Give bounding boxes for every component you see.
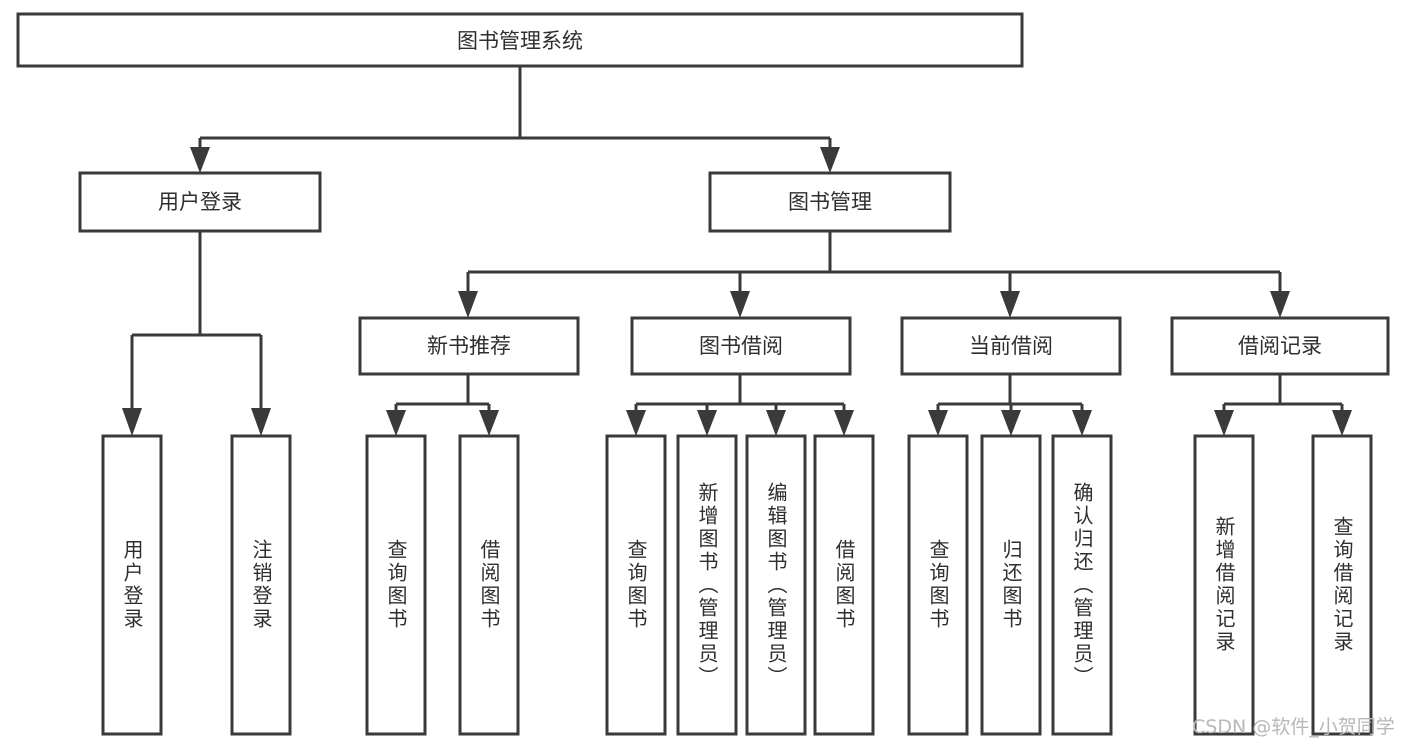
node-borrow-record-box[interactable] bbox=[1170, 316, 1390, 376]
node-current-borrow[interactable]: 当前借阅 bbox=[900, 316, 1122, 376]
node-leaf-return-book-box[interactable] bbox=[980, 434, 1042, 736]
arrow-head-leaf-add-book bbox=[697, 410, 717, 436]
csdn-watermark: CSDN @软件_小贺同学 bbox=[1192, 716, 1395, 738]
arrow-head-book-manage bbox=[820, 147, 840, 173]
node-current-borrow-label: 当前借阅 bbox=[969, 334, 1053, 358]
node-leaf-add-book-box[interactable] bbox=[676, 434, 738, 736]
node-borrow-record-label: 借阅记录 bbox=[1238, 334, 1322, 358]
node-current-borrow-box[interactable] bbox=[900, 316, 1122, 376]
arrow-head-user-login bbox=[190, 147, 210, 173]
arrow-head-leaf-query-book-2 bbox=[626, 410, 646, 436]
node-leaf-borrow-book-2-box[interactable] bbox=[813, 434, 875, 736]
node-new-book-rec[interactable]: 新书推荐 bbox=[358, 316, 580, 376]
arrow-head-leaf-return-book bbox=[1001, 410, 1021, 436]
node-leaf-query-record-box[interactable] bbox=[1311, 434, 1373, 736]
node-leaf-user-login-box[interactable] bbox=[101, 434, 163, 736]
node-leaf-edit-book-box[interactable] bbox=[745, 434, 807, 736]
node-book-manage[interactable]: 图书管理 bbox=[708, 171, 952, 233]
node-leaf-add-record-box[interactable] bbox=[1193, 434, 1255, 736]
arrow-head-leaf-user-login bbox=[122, 408, 142, 436]
node-new-book-rec-label: 新书推荐 bbox=[427, 334, 511, 358]
arrow-head-leaf-edit-book bbox=[766, 410, 786, 436]
node-borrow-record[interactable]: 借阅记录 bbox=[1170, 316, 1390, 376]
arrow-head-leaf-query-book-3 bbox=[928, 410, 948, 436]
node-book-borrow[interactable]: 图书借阅 bbox=[630, 316, 852, 376]
arrow-head-leaf-query-record bbox=[1332, 410, 1352, 436]
node-user-login-label: 用户登录 bbox=[158, 190, 242, 214]
connector-layer bbox=[122, 66, 1352, 436]
node-leaf-query-book-3-box[interactable] bbox=[907, 434, 969, 736]
arrow-head-current-borrow bbox=[1000, 291, 1020, 318]
arrow-head-borrow-record bbox=[1270, 291, 1290, 318]
node-user-login[interactable]: 用户登录 bbox=[78, 171, 322, 233]
node-book-manage-box[interactable] bbox=[708, 171, 952, 233]
leaf-box-layer bbox=[101, 434, 1373, 736]
node-leaf-query-book-2-box[interactable] bbox=[605, 434, 667, 736]
node-leaf-logout-box[interactable] bbox=[230, 434, 292, 736]
node-leaf-confirm-return-box[interactable] bbox=[1051, 434, 1113, 736]
node-root-box[interactable] bbox=[16, 12, 1024, 68]
arrow-head-leaf-logout bbox=[251, 408, 271, 436]
node-root-label: 图书管理系统 bbox=[457, 29, 583, 53]
arrow-head-leaf-confirm-return bbox=[1072, 410, 1092, 436]
arrow-head-leaf-borrow-book-1 bbox=[479, 410, 499, 436]
arrow-head-new-book-rec bbox=[458, 291, 478, 318]
node-book-manage-label: 图书管理 bbox=[788, 190, 872, 214]
arrow-head-book-borrow bbox=[730, 291, 750, 318]
node-leaf-query-book-1-box[interactable] bbox=[365, 434, 427, 736]
arrow-head-leaf-query-book-1 bbox=[386, 410, 406, 436]
node-leaf-borrow-book-1-box[interactable] bbox=[458, 434, 520, 736]
node-user-login-box[interactable] bbox=[78, 171, 322, 233]
arrow-head-leaf-add-record bbox=[1214, 410, 1234, 436]
node-root[interactable]: 图书管理系统 bbox=[16, 12, 1024, 68]
node-book-borrow-label: 图书借阅 bbox=[699, 334, 783, 358]
arrow-head-leaf-borrow-book-2 bbox=[834, 410, 854, 436]
node-new-book-rec-box[interactable] bbox=[358, 316, 580, 376]
node-book-borrow-box[interactable] bbox=[630, 316, 852, 376]
